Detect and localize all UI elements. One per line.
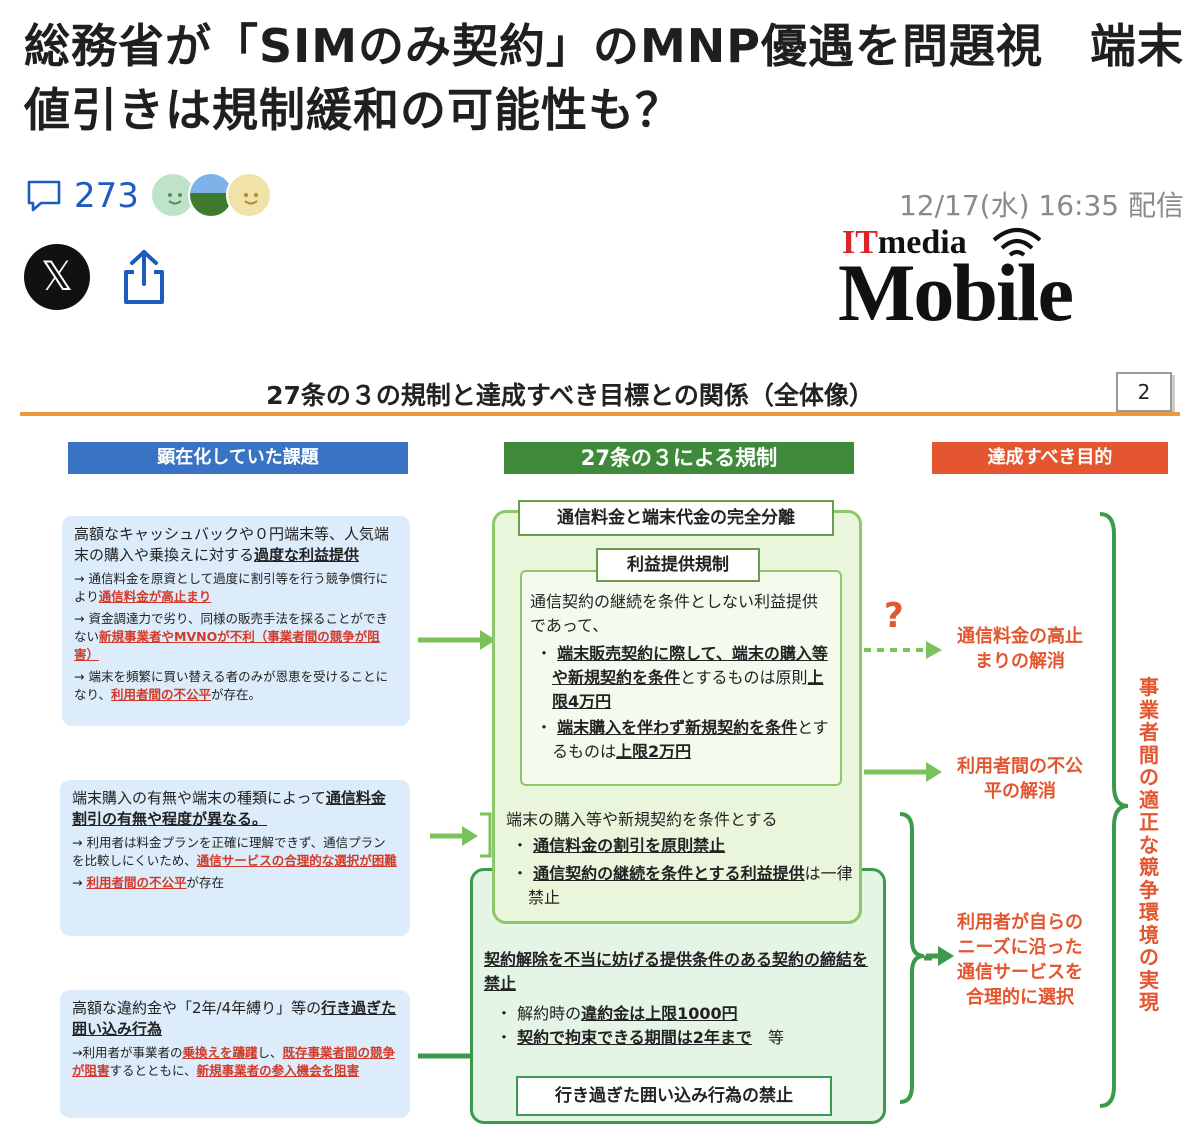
reaction-avatars[interactable] — [150, 172, 300, 220]
issue-box-2: 端末購入の有無や端末の種類によって通信料金割引の有無や程度が異なる。 → 利用者… — [60, 780, 410, 936]
overall-goal-vertical: 事業者間の適正な競争環境の実現 — [1139, 675, 1159, 1014]
question-mark: ? — [884, 596, 904, 636]
article-slide-image: 27条の３の規制と達成すべき目標との関係（全体像） 2 顕在化していた課題 27… — [20, 360, 1180, 1143]
issue-box-1: 高額なキャッシュバックや０円端末等、人気端末の購入や乗換えに対する過度な利益提供… — [62, 516, 410, 726]
slide-title: 27条の３の規制と達成すべき目標との関係（全体像） — [266, 381, 874, 410]
brace-overall — [1099, 512, 1129, 1108]
goal-price-reduction: 通信料金の高止まりの解消 — [957, 626, 1083, 672]
publish-date: 12/17(水) 16:35 配信 — [898, 189, 1184, 222]
goal-rational-choice: 利用者が自らのニーズに沿った通信サービスを合理的に選択 — [957, 912, 1083, 1008]
profit-rule-text: 通信契約の継続を条件としない利益提供であって、 ・ 端末販売契約に際して、端末の… — [530, 592, 829, 761]
lockin-label: 行き過ぎた囲い込み行為の禁止 — [516, 1076, 832, 1116]
comment-count: 273 — [74, 176, 139, 216]
smile-face-icon — [226, 172, 272, 218]
wifi-icon — [992, 228, 1042, 257]
header-issues: 顕在化していた課題 — [68, 442, 408, 474]
slide-page-number: 2 — [1116, 372, 1172, 412]
comment-button[interactable]: 273 — [24, 168, 139, 224]
header-goals: 達成すべき目的 — [932, 442, 1168, 474]
share-button[interactable] — [118, 248, 170, 308]
article-meta: 273 12/17(水) 16:35 配信 — [24, 168, 1184, 224]
comment-icon — [27, 180, 61, 212]
issue-box-3: 高額な違約金や「2年/4年縛り」等の行き過ぎた囲い込み行為 →利用者が事業者の乗… — [60, 990, 410, 1118]
profit-rule-label: 利益提供規制 — [596, 548, 760, 582]
goal-fairness: 利用者間の不公平の解消 — [957, 756, 1083, 802]
brace-goal-3 — [899, 812, 954, 1104]
share-icon — [124, 250, 164, 304]
header-regulation: 27条の３による規制 — [504, 442, 854, 474]
itmedia-mobile-logo: ITmedia Mobile — [838, 224, 1074, 338]
contract-rule-text: 契約解除を不当に妨げる提供条件のある契約の締結を禁止 ・ 解約時の違約金は上限1… — [484, 950, 869, 1047]
divider — [20, 412, 1180, 416]
flow-arrows-left — [418, 630, 496, 1066]
discount-rule-text: 端末の購入等や新規契約を条件とする ・ 通信料金の割引を原則禁止 ・ 通信契約の… — [506, 810, 853, 907]
separation-label: 通信料金と端末代金の完全分離 — [518, 500, 834, 536]
x-logo-icon: 𝕏 — [40, 254, 74, 300]
article-title: 総務省が「SIMのみ契約」のMNP優遇を問題視 端末値引きは規制緩和の可能性も？ — [24, 19, 1185, 137]
share-x-button[interactable]: 𝕏 — [24, 244, 90, 310]
flow-arrows-right — [864, 641, 942, 961]
